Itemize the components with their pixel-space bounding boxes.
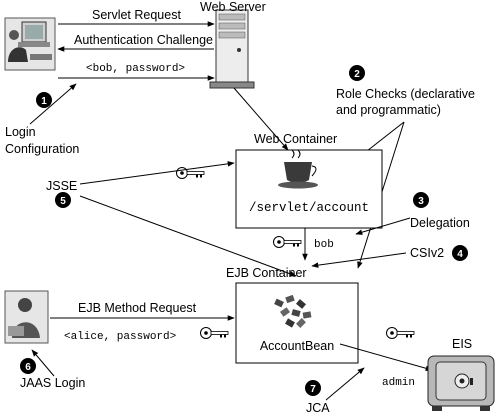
step-2-marker <box>349 65 365 81</box>
step-6-number: 6 <box>25 362 31 373</box>
step-4-marker <box>452 245 468 261</box>
account-bean-label: AccountBean <box>260 339 334 353</box>
web-server-label: Web Server <box>200 0 266 14</box>
workstation-user-icon <box>4 17 56 71</box>
jsse-web-arrow <box>79 161 235 185</box>
auth-challenge-label: Authentication Challenge <box>74 33 213 47</box>
delegation-label: Delegation <box>410 216 470 230</box>
csiv2-label: CSIv2 <box>410 246 444 260</box>
eis-label: EIS <box>452 337 472 351</box>
jsse-ejb-arrow <box>79 195 297 277</box>
person-at-desk-icon <box>4 290 49 344</box>
coffee-cup-icon <box>278 149 318 189</box>
alice-password-label: <alice, password> <box>64 331 176 343</box>
login-config-arrow <box>29 83 77 125</box>
server-to-web-container-arrow <box>233 87 289 151</box>
jca-label: JCA <box>306 401 330 415</box>
step-3-marker <box>413 192 429 208</box>
jca-arrow <box>325 367 365 401</box>
bean-cluster-icon <box>274 294 312 328</box>
jaas-login-arrow <box>31 349 55 377</box>
step-1-marker <box>36 92 52 108</box>
step-1-number: 1 <box>41 96 47 107</box>
web-container-box <box>235 149 383 229</box>
step-5-marker <box>55 192 71 208</box>
delegation-arrow <box>355 217 411 235</box>
step-4-number: 4 <box>457 249 463 260</box>
jsse-label: JSSE <box>46 179 77 193</box>
servlet-request-label: Servlet Request <box>92 8 181 22</box>
step-7-number: 7 <box>310 384 316 395</box>
admin-key-icon <box>386 327 415 339</box>
ejb-container-label: EJB Container <box>226 266 307 280</box>
login-config-label-2: Configuration <box>5 142 79 156</box>
login-config-label-1: Login <box>5 125 36 139</box>
step-6-marker <box>20 358 36 374</box>
step-2-number: 2 <box>354 69 360 80</box>
step-3-number: 3 <box>418 196 424 207</box>
step-7-marker <box>305 380 321 396</box>
admin-label: admin <box>382 377 415 389</box>
step-5-number: 5 <box>60 196 66 207</box>
server-tower-icon <box>209 9 255 89</box>
bob-key-icon <box>273 236 302 248</box>
alice-key-icon <box>200 327 229 339</box>
eis-vault-icon <box>427 355 495 411</box>
web-container-label: Web Container <box>254 132 337 146</box>
bob-label: bob <box>314 239 334 251</box>
ejb-to-eis-arrow <box>339 343 433 371</box>
servlet-account-label: /servlet/account <box>249 201 369 215</box>
jaas-login-label: JAAS Login <box>20 376 85 390</box>
role-checks-label-1: Role Checks (declarative <box>336 87 475 101</box>
bob-password-label: <bob, password> <box>86 63 185 75</box>
ejb-method-request-label: EJB Method Request <box>78 301 197 315</box>
csiv2-arrow <box>311 252 407 268</box>
role-checks-label-2: and programmatic) <box>336 103 441 117</box>
